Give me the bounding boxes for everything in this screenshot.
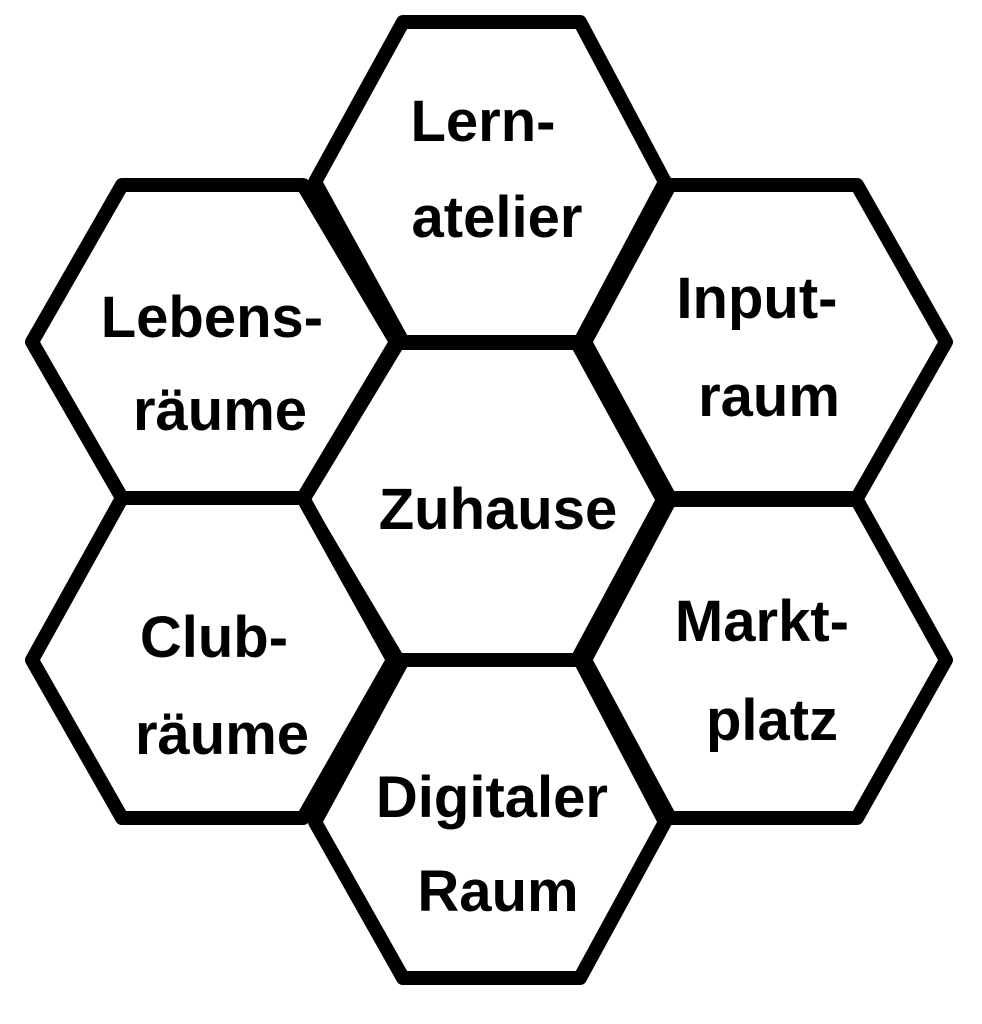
hex-label-line: Markt-: [675, 589, 849, 654]
hex-label-line: Lern-: [410, 89, 555, 154]
hexagon-shape: [25, 491, 400, 825]
hex-label: Digitaler Raum: [376, 765, 624, 924]
hex-label: Input- raum: [676, 266, 853, 429]
hex-cell-inputraum: Input- raum: [578, 178, 953, 505]
hex-label-line: atelier: [412, 185, 583, 250]
hexagon-shape: [308, 653, 672, 985]
hex-cell-lebensraeume: Lebens- räume: [25, 178, 403, 505]
hex-label-line: Input-: [676, 266, 837, 331]
hex-label: Zuhause: [379, 477, 618, 542]
hex-label-line: platz: [706, 688, 838, 753]
hex-label-line: Raum: [417, 859, 578, 924]
hex-label-line: Club-: [140, 605, 288, 670]
hex-label-line: räume: [135, 702, 309, 767]
hex-cell-zuhause: Zuhause: [296, 336, 670, 667]
hex-label-line: Zuhause: [379, 477, 618, 542]
hex-cell-clubraeume: Club- räume: [25, 491, 400, 825]
hex-cell-digitaler-raum: Digitaler Raum: [308, 653, 672, 985]
hex-label: Markt- platz: [675, 589, 865, 753]
hex-label: Lern- atelier: [410, 89, 582, 250]
hex-label-line: räume: [133, 378, 307, 443]
hex-label-line: Digitaler: [376, 765, 608, 830]
hex-label-line: Lebens-: [101, 285, 323, 350]
hex-label-line: raum: [698, 364, 840, 429]
hex-label: Lebens- räume: [101, 285, 340, 443]
hex-label: Club- räume: [135, 605, 309, 767]
